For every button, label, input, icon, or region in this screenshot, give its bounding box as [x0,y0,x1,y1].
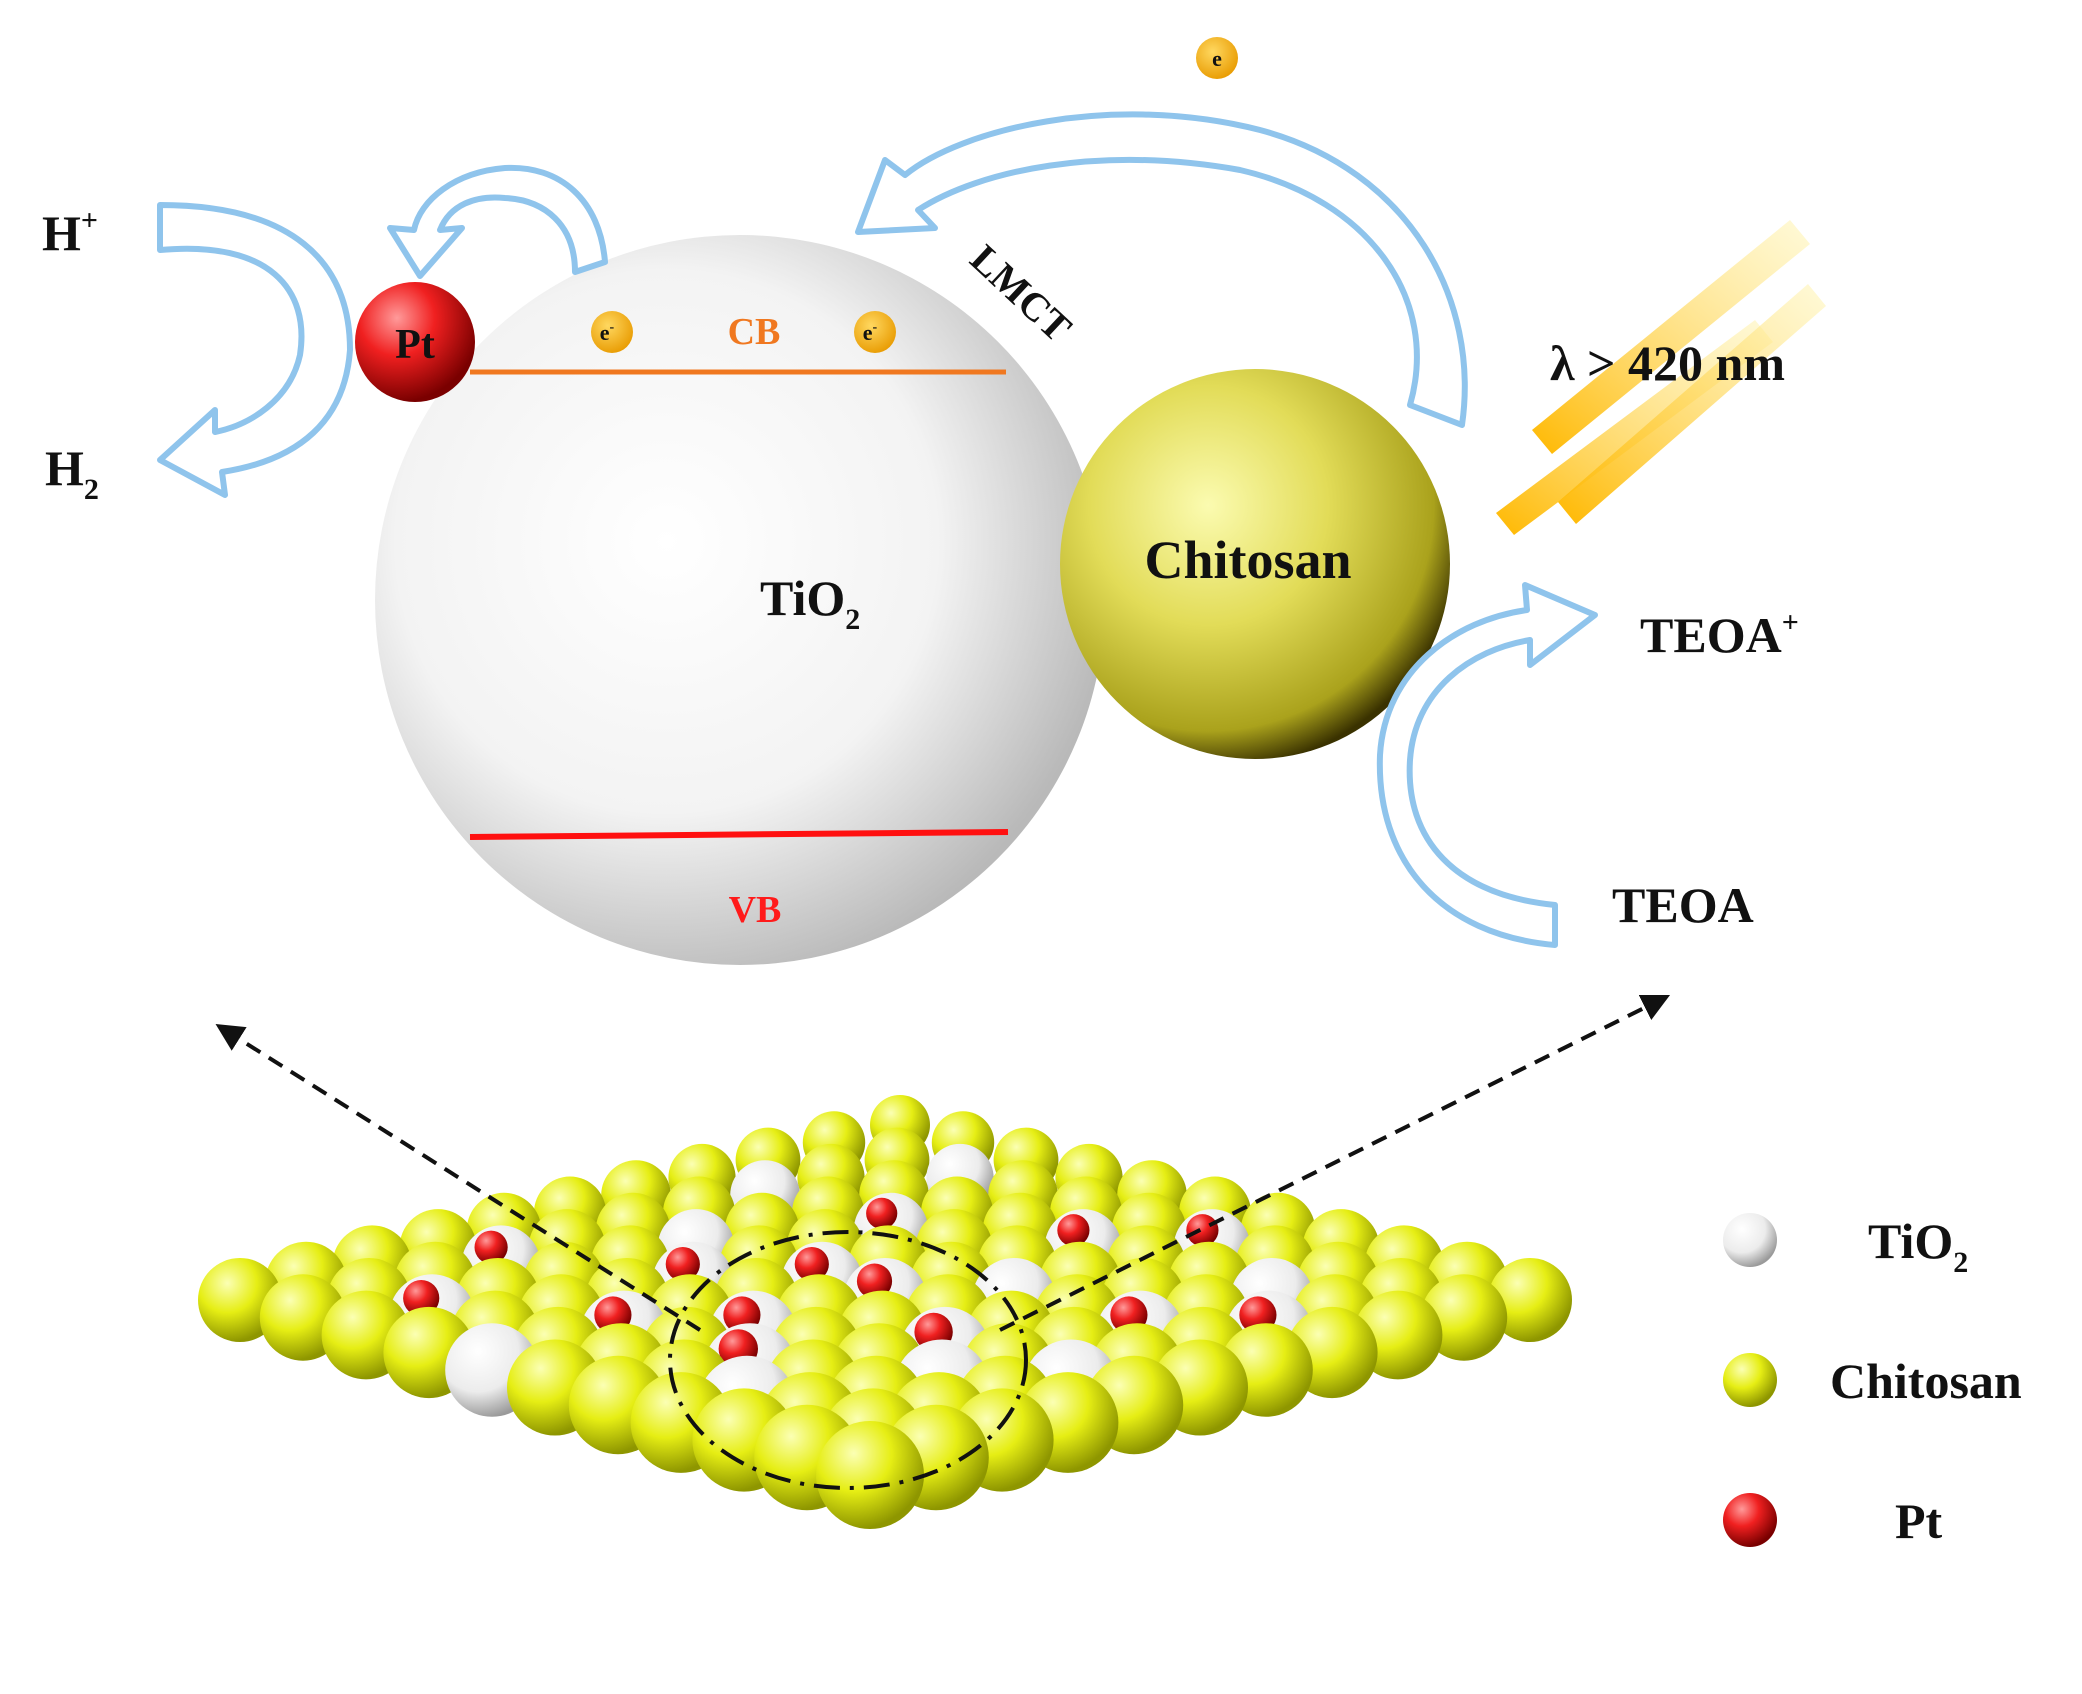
light-ray-3 [1558,284,1826,524]
tio2-label: TiO2 [760,570,860,636]
svg-text:TiO2: TiO2 [1868,1213,1968,1279]
pt-sphere [355,282,475,402]
lattice-pt-particle [1186,1214,1219,1247]
lattice-pt-particle [474,1230,508,1264]
h2-label: H2 [45,440,99,506]
legend-chitosan-swatch [1723,1353,1777,1407]
legend-item-pt: Pt [1723,1493,1943,1549]
electron-cb-left: e- [591,311,633,353]
teoa-to-teoa-plus-arrow [1376,582,1598,948]
legend-tio2-swatch [1723,1213,1777,1267]
process-arrows [157,111,1598,948]
tio2-sphere [375,235,1105,965]
light-ray-2 [1496,320,1773,535]
vb-line [469,829,1009,840]
wavelength-label: λ > 420 nm [1550,335,1785,391]
lattice-chitosan-sphere [1420,1274,1508,1361]
svg-text:e-: e- [863,320,878,345]
dashed-arrow-right [999,994,1671,1332]
sphere-lattice [198,1095,1572,1529]
pt-label: Pt [395,322,435,368]
light-ray-1 [1532,220,1810,454]
lattice-pt-particle [866,1197,898,1229]
lattice-chitosan-sphere [816,1421,924,1529]
legend: TiO2 Chitosan Pt [1723,1213,2022,1549]
lattice-pt-particle [1057,1214,1090,1247]
chitosan-sphere [1060,369,1450,759]
lattice-chitosan-sphere [1488,1258,1572,1342]
svg-text:Pt: Pt [1895,1493,1943,1549]
lattice-pt-particle [794,1247,829,1282]
teoa-plus-label: TEOA+ [1640,606,1799,663]
vb-label: VB [729,889,782,931]
electron-cb-right: e- [854,311,896,353]
light-rays [1496,220,1826,535]
h-plus-to-h2-arrow [157,202,353,498]
chitosan-label: Chitosan [1144,530,1351,590]
legend-item-chitosan: Chitosan [1723,1353,2022,1409]
dashed-arrow-left [215,1024,702,1332]
teoa-label: TEOA [1612,877,1754,933]
lattice-pt-particle [665,1247,700,1282]
lattice-pt-particle [856,1263,893,1299]
cb-label: CB [728,311,781,353]
legend-pt-swatch [1723,1493,1777,1547]
electron-top: e [1196,37,1238,79]
electron-top-label: e [1212,46,1222,71]
legend-item-tio2: TiO2 [1723,1213,1968,1279]
highlight-circle [668,1230,1028,1490]
tio2-to-pt-arrow [387,164,608,279]
h-plus-label: H+ [42,204,98,261]
lmct-arrow [855,111,1468,428]
svg-text:e-: e- [600,320,615,345]
svg-text:Chitosan: Chitosan [1830,1353,2022,1409]
